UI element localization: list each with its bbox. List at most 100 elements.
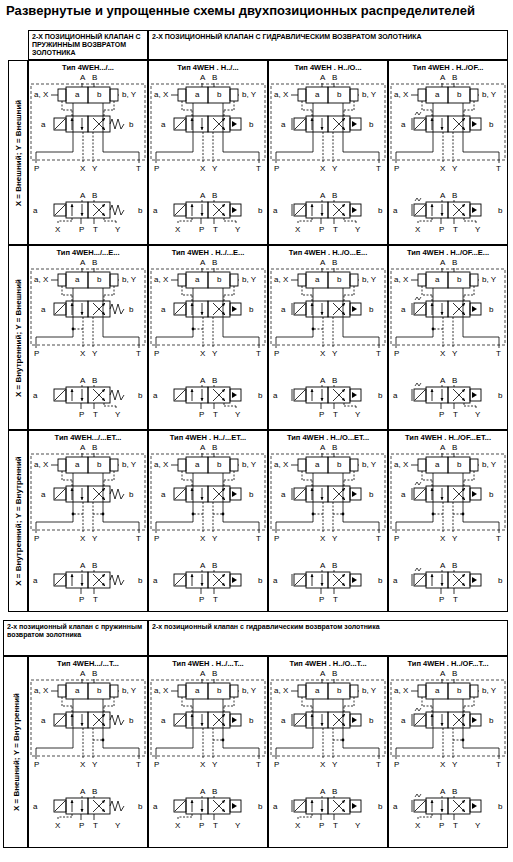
valve-box bbox=[230, 303, 241, 315]
port-label: P bbox=[273, 760, 280, 769]
flow-arrowhead bbox=[191, 488, 194, 491]
pipe-line bbox=[442, 204, 443, 216]
port-label: T bbox=[375, 534, 382, 543]
pilot-line bbox=[474, 471, 475, 480]
pipe-line bbox=[454, 200, 455, 202]
port-label: Y bbox=[211, 534, 218, 543]
pilot-line bbox=[312, 480, 313, 486]
pipe-line bbox=[334, 268, 335, 272]
header-cell: 2-Х ПОЗИЦИОННЫЙ КЛАПАН С ПРУЖИННЫМ ВОЗВР… bbox=[28, 30, 148, 60]
valve-box bbox=[186, 572, 208, 588]
port-label: A bbox=[199, 191, 206, 200]
pipe-line bbox=[442, 389, 443, 401]
flow-arrowhead bbox=[102, 809, 105, 812]
pilot-line bbox=[224, 403, 225, 406]
valve-box bbox=[448, 486, 470, 502]
pipe-line bbox=[396, 152, 433, 153]
pilot-line bbox=[453, 740, 463, 741]
flow-arrowhead bbox=[81, 583, 84, 586]
pipe-line bbox=[453, 303, 465, 315]
hydraulic-return bbox=[472, 207, 477, 213]
pipe-line bbox=[214, 83, 215, 87]
type-cell: Тип 4WEH . H../O...ABa, Xabb, YabPXYTABa… bbox=[268, 60, 388, 245]
port-label: T bbox=[255, 164, 262, 173]
pipe-line bbox=[415, 205, 425, 215]
flow-arrowhead bbox=[81, 809, 84, 812]
pipe-line bbox=[214, 403, 215, 409]
pilot-line bbox=[302, 471, 303, 480]
port-label: B bbox=[91, 191, 98, 200]
port-label: Y bbox=[211, 760, 218, 769]
pipe-line bbox=[322, 796, 323, 798]
port-label: T bbox=[92, 225, 99, 234]
pilot-line bbox=[464, 295, 474, 296]
port-label: a bbox=[400, 490, 406, 499]
port-label: B bbox=[331, 669, 338, 678]
valve-box bbox=[54, 389, 66, 401]
port-label: b bbox=[456, 275, 462, 284]
pipe-line bbox=[213, 118, 225, 130]
pipe-line bbox=[295, 205, 305, 215]
type-code: Тип 4WEH . H../...T... bbox=[149, 659, 267, 668]
valve-box bbox=[186, 798, 208, 814]
pipe-line bbox=[334, 403, 335, 409]
flow-arrowhead bbox=[321, 398, 324, 401]
valve-box bbox=[230, 118, 241, 130]
port-label: T bbox=[332, 821, 339, 830]
valve-box bbox=[54, 204, 66, 216]
port-label: a, X bbox=[153, 460, 169, 469]
pipe-line bbox=[442, 796, 443, 798]
port-label: A bbox=[199, 443, 206, 452]
pipe-line bbox=[103, 748, 139, 749]
pipe-line bbox=[442, 714, 443, 726]
port-label: b bbox=[248, 490, 254, 499]
pipe-line bbox=[313, 699, 314, 748]
pipe-line bbox=[333, 389, 345, 401]
manual-override bbox=[415, 383, 421, 386]
port-label: A bbox=[439, 669, 446, 678]
flow-arrowhead bbox=[321, 809, 324, 812]
pilot-line bbox=[422, 295, 432, 296]
valve-box bbox=[66, 457, 88, 473]
valve-box bbox=[426, 572, 448, 588]
pipe-line bbox=[411, 465, 418, 466]
flow-arrowhead bbox=[441, 127, 444, 130]
pilot-line bbox=[464, 295, 465, 301]
pipe-line bbox=[51, 465, 58, 466]
flow-arrowhead bbox=[201, 723, 204, 726]
valve-enclosure bbox=[271, 454, 385, 530]
port-label: P bbox=[393, 760, 400, 769]
port-label: T bbox=[495, 534, 502, 543]
port-label: Y bbox=[451, 164, 458, 173]
pilot-line bbox=[234, 101, 235, 110]
pipe-line bbox=[93, 389, 105, 401]
pipe-line bbox=[72, 800, 73, 812]
pipe-line bbox=[334, 588, 335, 594]
port-label: b bbox=[377, 391, 383, 400]
flow-arrowhead bbox=[342, 714, 345, 717]
port-label: A bbox=[439, 561, 446, 570]
port-label: Y bbox=[91, 534, 98, 543]
pipe-line bbox=[432, 303, 433, 315]
port-label: b bbox=[137, 576, 143, 585]
valve-box bbox=[306, 486, 328, 502]
pilot-line bbox=[73, 514, 83, 515]
pipe-line bbox=[94, 403, 95, 409]
pipe-line bbox=[81, 588, 82, 594]
type-cell: Тип 4WEH . H../O...T...ABa, Xabb, YabPXY… bbox=[268, 656, 388, 848]
pipe-line bbox=[213, 389, 225, 401]
port-label: b bbox=[248, 716, 254, 725]
header-cell: 2-Х ПОЗИЦИОННЫЙ КЛАПАН С ГИДРАВЛИЧЕСКИМ … bbox=[148, 30, 508, 60]
pipe-line bbox=[442, 303, 443, 315]
pilot-line bbox=[114, 697, 115, 706]
flow-arrowhead bbox=[102, 488, 105, 491]
valve-box bbox=[470, 204, 481, 216]
valve-box bbox=[328, 457, 350, 473]
pilot-line bbox=[104, 295, 105, 301]
port-label: a bbox=[392, 802, 398, 811]
flow-arrowhead bbox=[191, 204, 194, 207]
pipe-line bbox=[72, 118, 73, 130]
port-label: A bbox=[199, 787, 206, 796]
pilot-line bbox=[192, 295, 193, 301]
port-label: a bbox=[40, 490, 46, 499]
